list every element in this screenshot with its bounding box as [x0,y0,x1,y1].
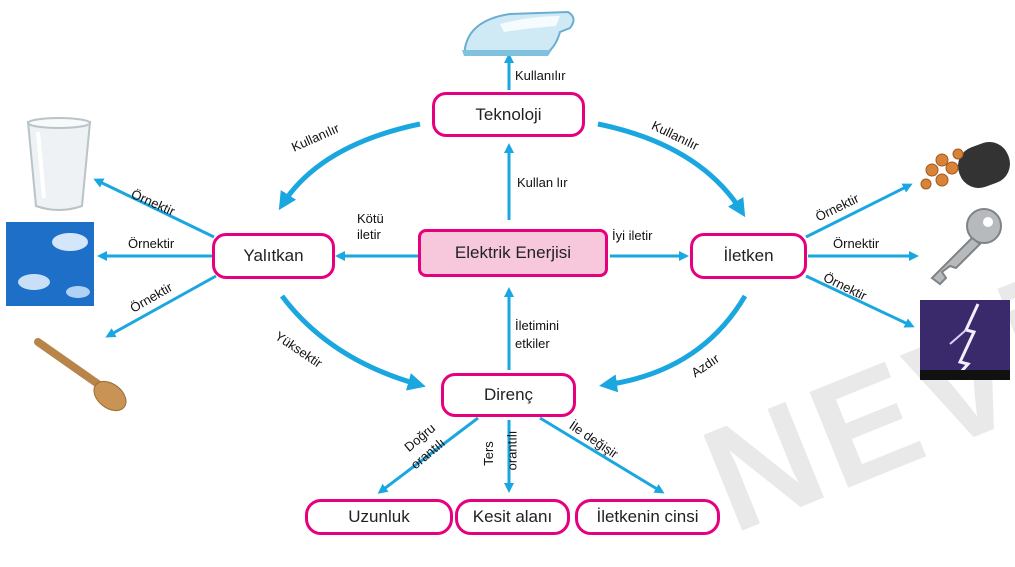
arrow-teknoloji-yalitkan [278,121,421,211]
arrow-yalitkan-cup [93,178,215,239]
label-ornek-key: Örnektir [833,236,880,251]
node-teknoloji: Teknoloji [432,92,585,137]
label-iyi-iletir: İyi iletir [612,228,653,243]
node-uzunluk: Uzunluk [305,499,453,535]
label-iletimini-1: İletimini [515,318,560,333]
label-iletimini-2: etkiler [515,336,550,351]
arrow-iletken-cable [805,183,913,239]
label-tek-top: Kullanılır [515,68,566,83]
spoon-icon [34,338,127,412]
cable-icon [920,142,1010,190]
label-ornek-sky: Örnektir [128,236,175,251]
concept-diagram [6,10,1010,494]
iron-icon [462,10,575,56]
sky-icon [6,222,94,306]
node-iletkenin-cinsi: İletkenin cinsi [575,499,720,535]
lightning-icon [920,300,1010,381]
arrow-direnc-uzunluk [377,416,479,494]
arrow-direnc-cinsi [539,416,665,494]
cup-icon [26,117,92,211]
label-ters-2: orantılı [504,430,520,471]
label-kotu-1: Kötü [357,211,384,226]
node-kesit-alani: Kesit alanı [455,499,570,535]
node-yalitkan: Yalıtkan [212,233,335,279]
label-kotu-2: iletir [357,227,381,242]
node-elektrik-enerjisi: Elektrik Enerjisi [418,229,608,277]
key-icon [930,208,1002,286]
node-direnc: Direnç [441,373,576,417]
arrow-yalitkan-direnc [280,294,426,391]
label-ters-1: Ters [480,441,496,466]
arrow-yalitkan-spoon [105,274,217,338]
arrow-teknoloji-iletken [597,121,746,218]
arrow-iletken-direnc [599,294,748,393]
node-iletken: İletken [690,233,807,279]
label-center-up: Kullan lır [517,175,568,190]
arrow-iletken-lightning [805,274,915,328]
